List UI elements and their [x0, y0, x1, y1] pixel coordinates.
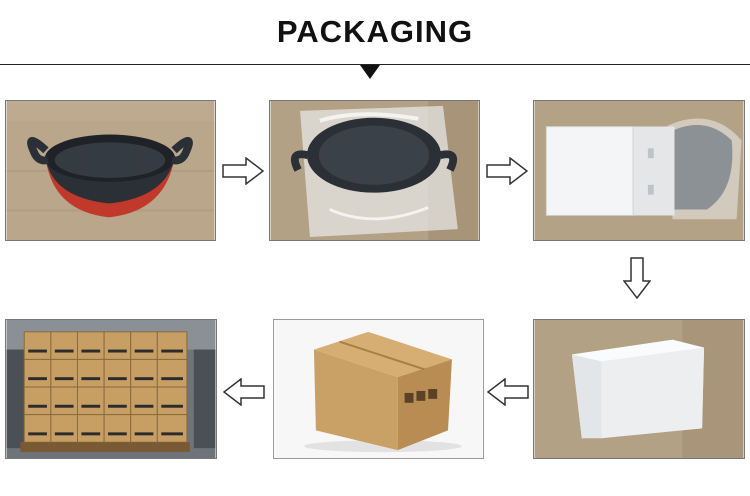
down-pointer-icon: [360, 65, 380, 79]
step-photo-white-box: [533, 319, 745, 459]
step-photo-carton: [273, 319, 484, 459]
step-photo-pallet: [5, 319, 217, 459]
title-divider: [0, 64, 750, 65]
arrow-right-icon: [222, 157, 264, 185]
white-box-photo-icon: [534, 320, 744, 458]
arrow-left-icon: [487, 378, 529, 406]
step-photo-pot: [5, 100, 216, 241]
pallet-photo-icon: [6, 320, 216, 458]
carton-photo-icon: [274, 320, 483, 458]
step-photo-wrapped-pot: [269, 100, 480, 241]
step-photo-boxing-pot: [533, 100, 745, 241]
boxing-pot-photo-icon: [534, 101, 744, 240]
pot-photo-icon: [6, 101, 215, 240]
arrow-left-icon: [223, 378, 265, 406]
arrow-down-icon: [623, 257, 651, 299]
page-title: PACKAGING: [276, 14, 474, 49]
wrapped-pot-photo-icon: [270, 101, 479, 240]
arrow-right-icon: [486, 157, 528, 185]
